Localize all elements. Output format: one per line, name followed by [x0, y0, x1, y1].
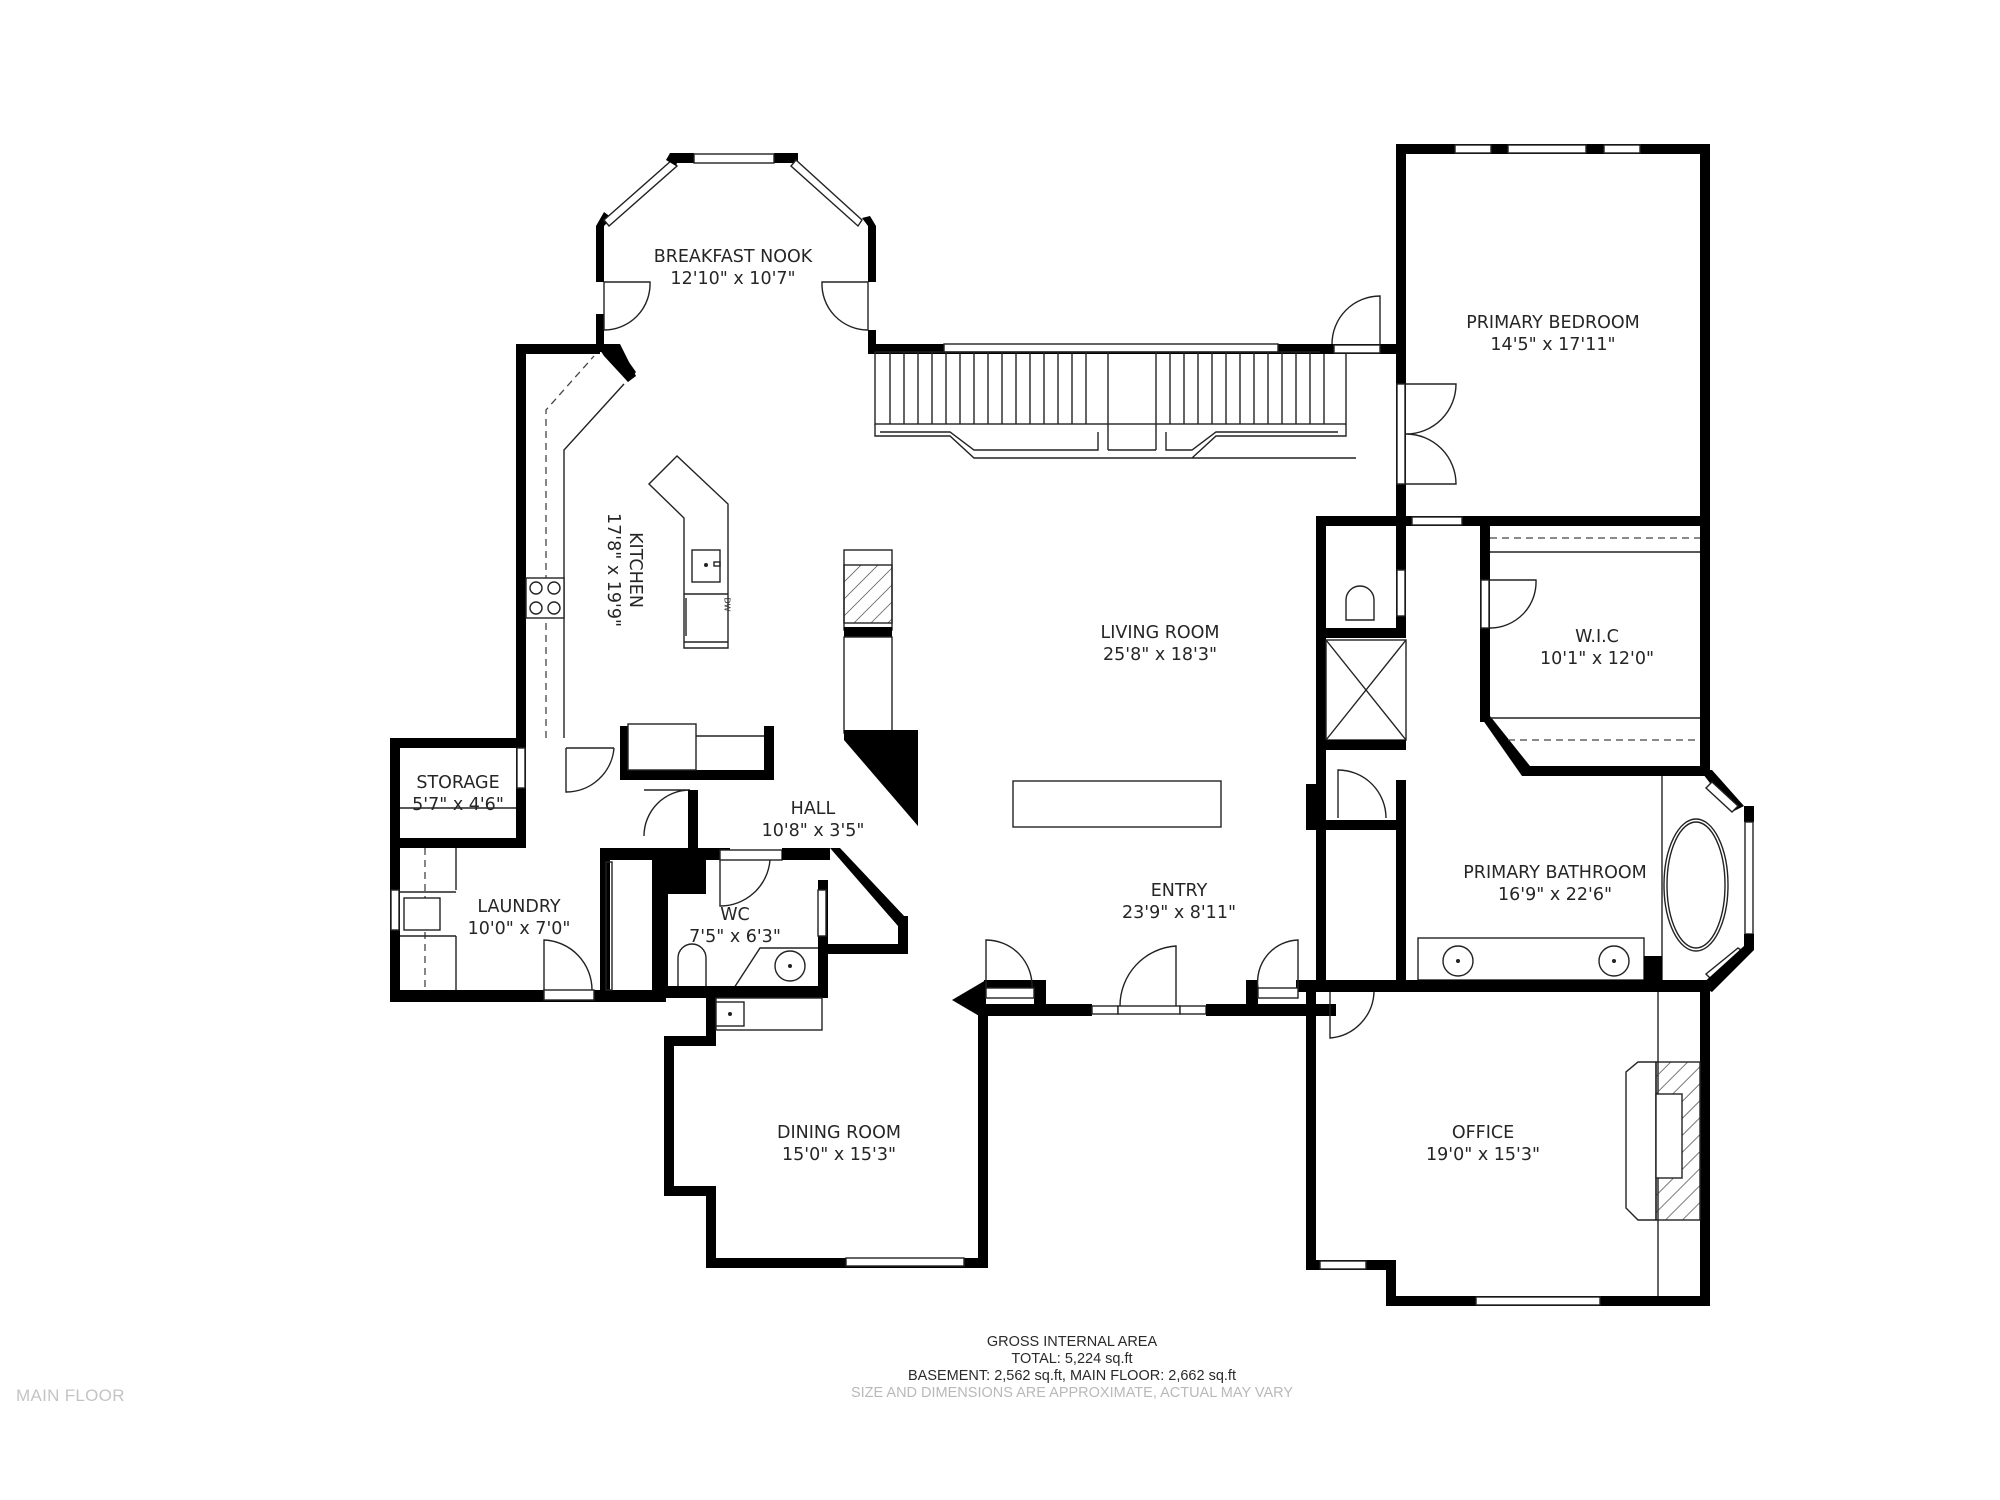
room-dimensions: 16'9" x 22'6" — [1497, 885, 1613, 905]
room-name: PRIMARY BATHROOM — [1463, 863, 1647, 883]
area-total: TOTAL: 5,224 sq.ft — [1011, 1351, 1133, 1367]
room-label-entry: ENTRY 23'9" x 8'11" — [1122, 880, 1236, 924]
floor-name-label: MAIN FLOOR — [16, 1386, 125, 1405]
room-dimensions: 10'0" x 7'0" — [467, 919, 571, 939]
room-dimensions: 10'8" x 3'5" — [761, 821, 865, 841]
room-label-kitchen: KITCHEN 17'8" x 19'9" — [602, 513, 646, 627]
dishwasher-label: DW — [722, 597, 732, 612]
room-name: ENTRY — [1150, 881, 1208, 901]
room-dimensions: 15'0" x 15'3" — [781, 1145, 897, 1165]
living-entry-walls — [952, 780, 1336, 1020]
area-disclaimer: SIZE AND DIMENSIONS ARE APPROXIMATE, ACT… — [850, 1385, 1294, 1401]
room-dimensions: 10'1" x 12'0" — [1539, 649, 1655, 669]
primary-bedroom-walls — [1316, 144, 1710, 526]
room-dimensions: 25'8" x 18'3" — [1102, 645, 1218, 665]
room-label-living-room: LIVING ROOM 25'8" x 18'3" — [1100, 622, 1219, 666]
dining-room-walls — [664, 997, 988, 1268]
room-dimensions: 17'8" x 19'9" — [603, 512, 623, 628]
room-dimensions: 12'10" x 10'7" — [670, 269, 796, 289]
room-label-wc: WC 7'5" x 6'3" — [689, 904, 781, 948]
walk-in-closet-walls — [1480, 516, 1710, 776]
room-label-primary-bathroom: PRIMARY BATHROOM 16'9" x 22'6" — [1463, 862, 1647, 906]
area-breakdown: BASEMENT: 2,562 sq.ft, MAIN FLOOR: 2,662… — [907, 1368, 1236, 1384]
room-label-hall: HALL 10'8" x 3'5" — [762, 798, 865, 842]
area-summary: GROSS INTERNAL AREA TOTAL: 5,224 sq.ft B… — [851, 1334, 1293, 1402]
storage-laundry-walls — [390, 738, 698, 1002]
room-label-breakfast-nook: BREAKFAST NOOK 12'10" x 10'7" — [654, 246, 813, 290]
room-name: PRIMARY BEDROOM — [1466, 313, 1640, 333]
room-label-dining-room: DINING ROOM 15'0" x 15'3" — [777, 1122, 901, 1166]
room-name: DINING ROOM — [777, 1123, 901, 1143]
room-label-primary-bedroom: PRIMARY BEDROOM 14'5" x 17'11" — [1466, 312, 1640, 356]
area-heading: GROSS INTERNAL AREA — [986, 1334, 1158, 1350]
room-name: LAUNDRY — [477, 897, 561, 917]
room-label-office: OFFICE 19'0" x 15'3" — [1426, 1122, 1540, 1166]
room-dimensions: 5'7" x 4'6" — [412, 795, 504, 815]
room-name: HALL — [790, 799, 836, 819]
room-label-storage: STORAGE 5'7" x 4'6" — [412, 772, 504, 816]
room-name: W.I.C — [1575, 627, 1619, 647]
room-dimensions: 14'5" x 17'11" — [1490, 335, 1616, 355]
room-dimensions: 23'9" x 8'11" — [1121, 903, 1237, 923]
room-label-wic: W.I.C 10'1" x 12'0" — [1540, 626, 1654, 670]
room-name: STORAGE — [416, 773, 500, 793]
staircase — [874, 343, 1356, 459]
room-name: BREAKFAST NOOK — [653, 247, 813, 267]
room-label-laundry: LAUNDRY 10'0" x 7'0" — [468, 896, 571, 940]
fireplace-column — [843, 549, 918, 826]
ensuite-toilet-shower — [1306, 516, 1407, 830]
kitchen-walls — [516, 344, 774, 780]
room-name: LIVING ROOM — [1100, 623, 1220, 643]
room-name: OFFICE — [1451, 1123, 1515, 1143]
room-name: WC — [720, 905, 750, 925]
powder-room-walls — [600, 848, 908, 998]
interior-walls — [1316, 780, 1406, 992]
room-dimensions: 19'0" x 15'3" — [1425, 1145, 1541, 1165]
office-walls — [1306, 980, 1710, 1306]
room-dimensions: 7'5" x 6'3" — [689, 927, 781, 947]
room-name: KITCHEN — [625, 532, 645, 608]
